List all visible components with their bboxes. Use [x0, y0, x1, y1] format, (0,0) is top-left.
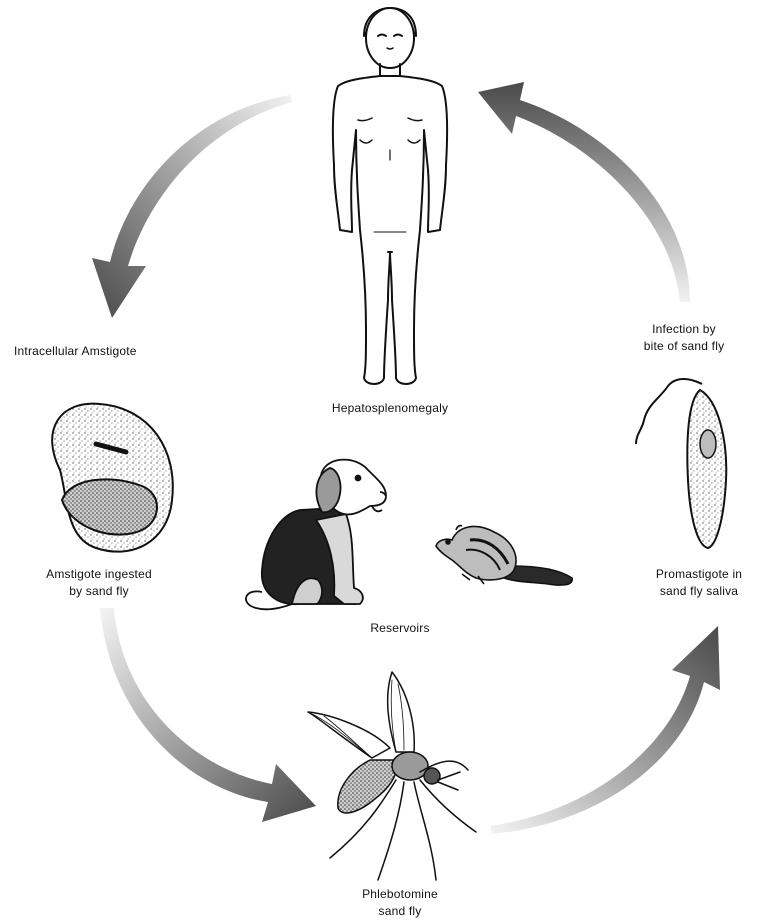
label-promastigote-line2: sand fly saliva: [624, 583, 774, 600]
label-phlebotomine-sand-fly: Phlebotomine sand fly: [330, 886, 470, 920]
label-sandfly-line1: Phlebotomine: [330, 886, 470, 903]
sand-fly-icon: [308, 672, 476, 880]
human-figure-icon: [333, 8, 447, 384]
label-amastigote-ingested: Amstigote ingested by sand fly: [14, 566, 184, 600]
chipmunk-icon: [436, 526, 572, 586]
label-amastigote-ingested-line1: Amstigote ingested: [14, 566, 184, 583]
arrow-top-left: [92, 95, 292, 318]
arrow-bottom-right: [490, 626, 720, 834]
label-infection-line1: Infection by: [604, 321, 764, 338]
label-infection-line2: bite of sand fly: [604, 338, 764, 355]
label-promastigote: Promastigote in sand fly saliva: [624, 566, 774, 600]
arrow-top-right: [478, 82, 690, 302]
label-hepatosplenomegaly: Hepatosplenomegaly: [310, 400, 470, 417]
promastigote-cell-icon: [636, 379, 726, 548]
label-infection-by-bite: Infection by bite of sand fly: [604, 321, 764, 355]
label-promastigote-line1: Promastigote in: [624, 566, 774, 583]
dog-icon: [246, 460, 386, 610]
arrow-bottom-left: [100, 608, 316, 822]
label-intracellular-amastigote: Intracellular Amstigote: [14, 343, 194, 360]
amastigote-cell-icon: [52, 404, 173, 552]
label-sandfly-line2: sand fly: [330, 903, 470, 920]
label-amastigote-ingested-line2: by sand fly: [14, 583, 184, 600]
label-reservoirs: Reservoirs: [340, 620, 460, 637]
